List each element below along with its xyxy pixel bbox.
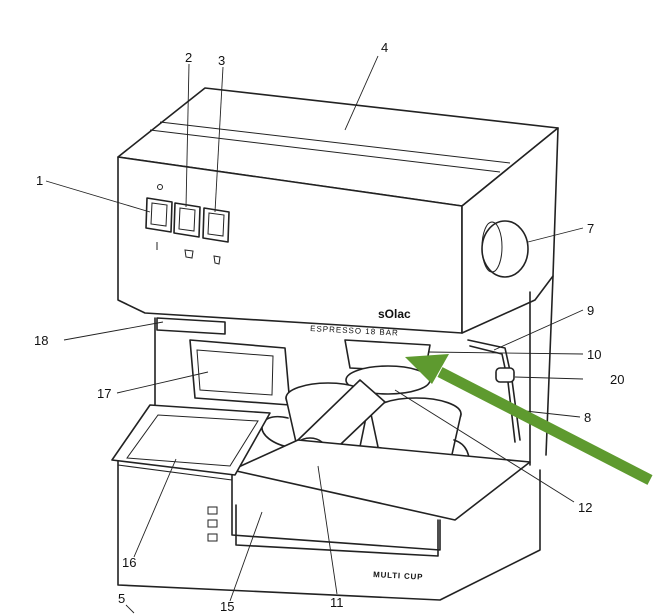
callout-20: 20 xyxy=(610,372,624,387)
tray-label: MULTI CUP xyxy=(373,570,424,582)
callout-5: 5 xyxy=(118,591,125,606)
cup-warmer-tray xyxy=(111,404,271,476)
callout-2: 2 xyxy=(185,50,192,65)
left-tray-holder xyxy=(156,317,226,335)
callout-3: 3 xyxy=(218,53,225,68)
callout-4: 4 xyxy=(381,40,388,55)
brand-logo: sOlac xyxy=(378,307,411,321)
callout-1: 1 xyxy=(36,173,43,188)
callout-8: 8 xyxy=(584,410,591,425)
callout-11: 11 xyxy=(330,595,344,610)
switch-panel xyxy=(145,184,230,265)
upper-housing xyxy=(117,87,559,334)
cup-size-icons xyxy=(207,506,218,542)
drip-tray-grid xyxy=(231,439,531,551)
callout-18: 18 xyxy=(34,333,48,348)
arrow-head xyxy=(405,354,449,384)
callout-9: 9 xyxy=(587,303,594,318)
filter-holder-bracket xyxy=(189,339,291,406)
steam-icon xyxy=(213,255,221,265)
coffee-switch[interactable] xyxy=(173,202,201,238)
highlight-arrow xyxy=(405,354,653,485)
drip-tray-front xyxy=(235,504,439,557)
callout-12: 12 xyxy=(578,500,592,515)
power-switch[interactable] xyxy=(145,197,173,233)
callout-10: 10 xyxy=(587,347,601,362)
steam-knob[interactable] xyxy=(481,220,529,278)
callout-17: 17 xyxy=(97,386,111,401)
callout-16: 16 xyxy=(122,555,136,570)
arrow-shaft xyxy=(437,367,653,485)
steam-switch[interactable] xyxy=(202,207,230,243)
callout-15: 15 xyxy=(220,599,234,614)
leader-lines xyxy=(45,55,584,614)
callout-7: 7 xyxy=(587,221,594,236)
on-indicator-icon xyxy=(157,184,163,190)
cup-icon xyxy=(184,249,194,259)
